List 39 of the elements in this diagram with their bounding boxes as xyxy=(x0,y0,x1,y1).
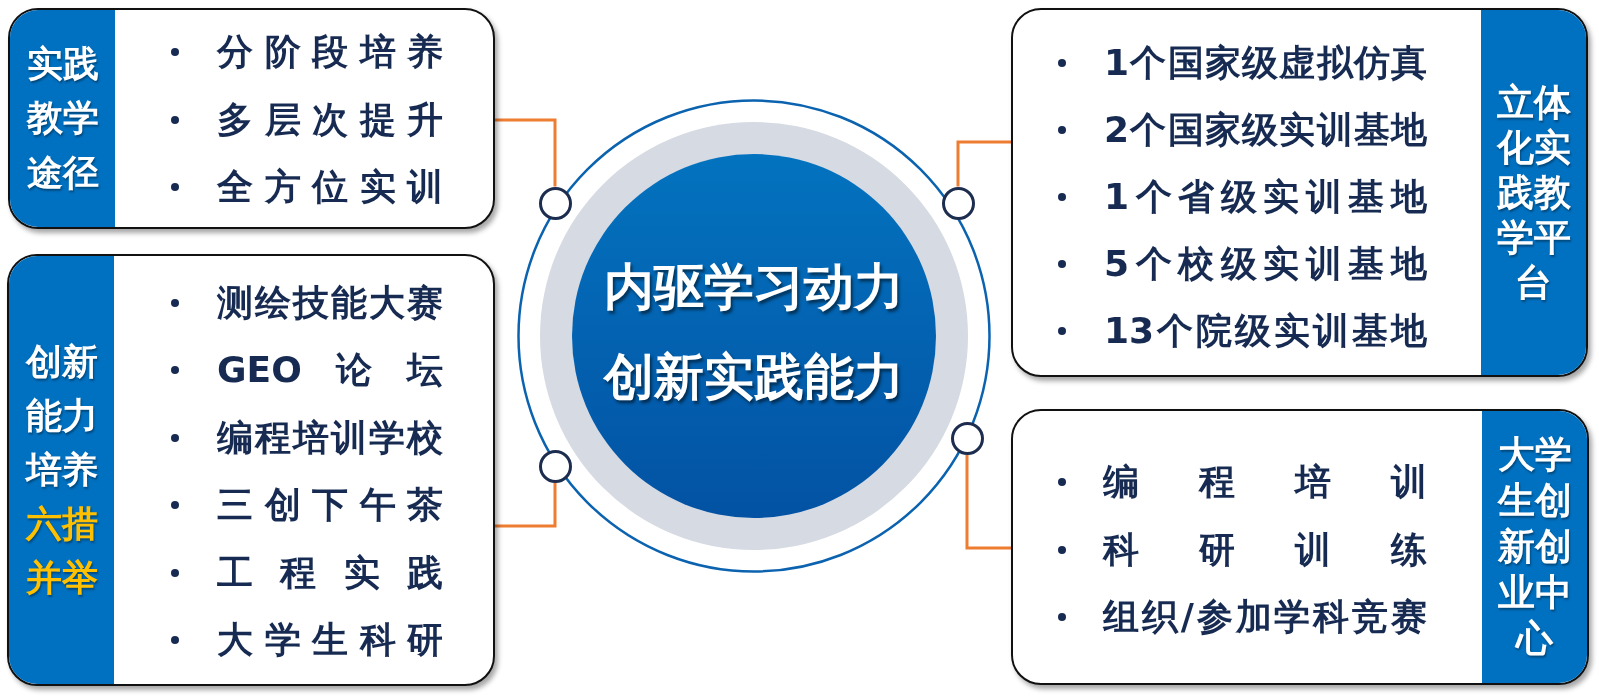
connector-line xyxy=(965,454,1011,550)
connector-line xyxy=(495,482,557,528)
list-item: 编程培训学校 xyxy=(217,415,443,460)
list-card xyxy=(7,254,495,686)
heading-band xyxy=(10,10,115,227)
list-item: 2个国家级实训基地 xyxy=(1104,108,1427,152)
list-card xyxy=(1011,409,1589,685)
band-heading: 创新能力培养 xyxy=(25,340,98,492)
central-circle xyxy=(517,99,991,573)
list-item: 科研训练 xyxy=(1103,527,1427,572)
list-item: 分阶段培养 xyxy=(217,30,443,74)
list-item: 全方位实训 xyxy=(217,165,443,209)
connector-dot xyxy=(538,186,572,220)
list-item: 多层次提升 xyxy=(217,97,443,142)
list-card xyxy=(8,8,495,229)
band-heading: 立体化实践教学平台 xyxy=(1496,80,1571,305)
list-item: 组织/参加学科竞赛 xyxy=(1103,595,1427,639)
list-item: 1个国家级虚拟仿真 xyxy=(1104,41,1427,85)
connector-line xyxy=(956,140,1011,187)
connector-line xyxy=(495,118,557,187)
heading-band xyxy=(1482,411,1587,683)
list-item: 大学生科研 xyxy=(217,618,443,662)
list-item: 三创下午茶 xyxy=(217,483,443,527)
list-item: 5个校级实训基地 xyxy=(1104,242,1427,286)
list-item: 工程实践 xyxy=(217,550,443,595)
heading-band xyxy=(1481,10,1586,375)
list-card xyxy=(1011,8,1588,377)
hub-title: 创新实践能力 xyxy=(602,347,905,407)
connector-dot xyxy=(941,186,975,220)
band-heading: 大学生创新创业中心 xyxy=(1497,432,1572,662)
list-item: 13个院级实训基地 xyxy=(1104,309,1427,353)
heading-band xyxy=(9,256,114,684)
list-item: GEO论坛 xyxy=(217,348,443,392)
band-heading: 六措并举 xyxy=(25,502,98,600)
list-item: 1个省级实训基地 xyxy=(1104,175,1427,219)
hub-title: 内驱学习动力 xyxy=(603,257,905,317)
list-item: 测绘技能大赛 xyxy=(217,280,443,325)
list-item: 编程培训 xyxy=(1103,460,1427,504)
band-heading: 实践教学途径 xyxy=(26,41,99,195)
